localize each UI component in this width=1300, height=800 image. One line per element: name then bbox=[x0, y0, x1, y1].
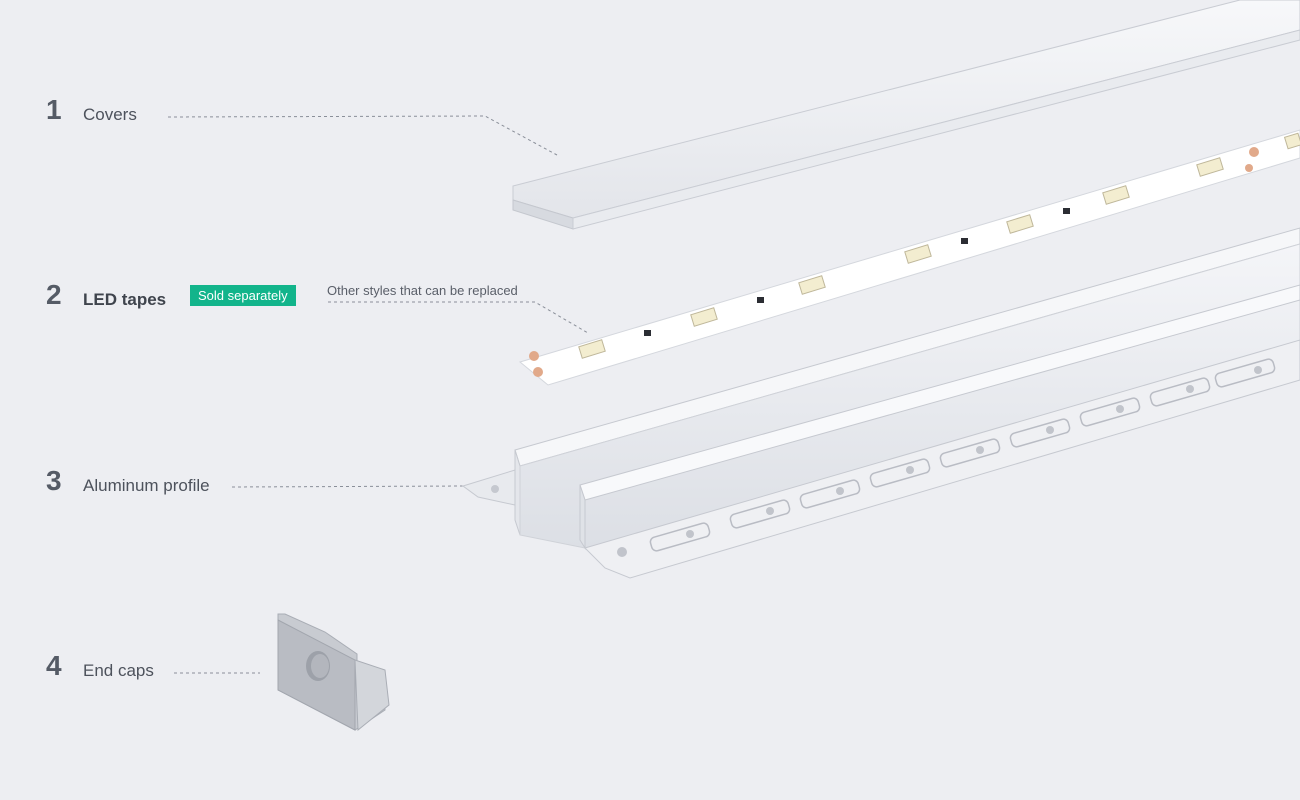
part-1-label: Covers bbox=[83, 105, 137, 124]
leader-line-aluminum-profile bbox=[231, 485, 464, 488]
end-cap-illustration bbox=[277, 613, 390, 732]
aluminum-profile-illustration bbox=[461, 227, 1300, 579]
sold-separately-badge: Sold separately bbox=[190, 285, 296, 306]
part-3-label: Aluminum profile bbox=[83, 476, 210, 495]
replacement-note: Other styles that can be replaced bbox=[327, 283, 518, 298]
part-4-number: 4 bbox=[46, 650, 62, 681]
part-2-label: LED tapes bbox=[83, 290, 167, 309]
leader-line-covers bbox=[167, 115, 558, 156]
part-1-number: 1 bbox=[46, 94, 62, 125]
leader-line-led-tapes bbox=[328, 301, 589, 334]
led-tape-illustration bbox=[518, 129, 1300, 386]
part-2-number: 2 bbox=[46, 279, 62, 310]
cover-illustration bbox=[512, 0, 1300, 230]
part-4-label: End caps bbox=[83, 661, 154, 680]
part-3-number: 3 bbox=[46, 465, 62, 496]
